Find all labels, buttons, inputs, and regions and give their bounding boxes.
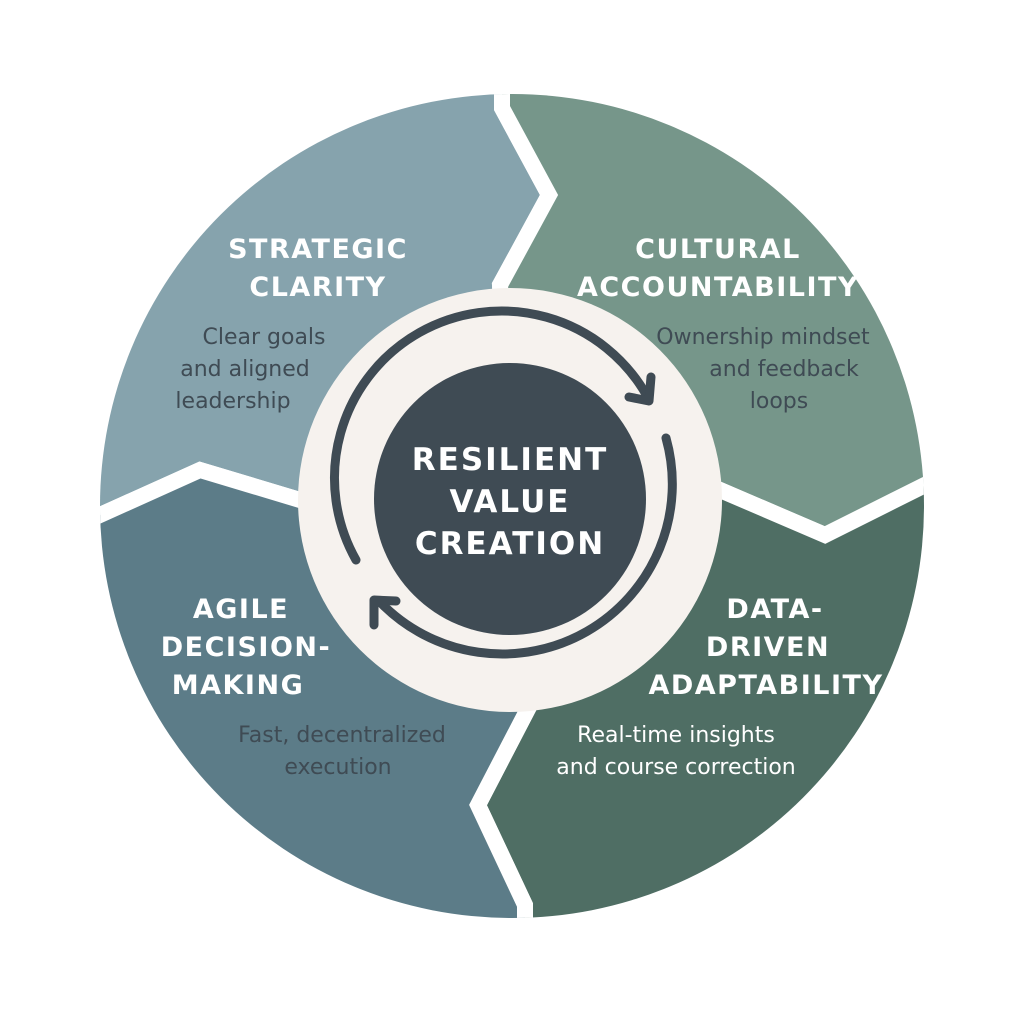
cultural-accountability-desc-line-1: Ownership mindset (656, 325, 870, 350)
data-driven-adaptability-title-line-2: DRIVEN (706, 632, 830, 663)
strategic-clarity-label: STRATEGIC CLARITY Clear goals and aligne… (175, 234, 408, 414)
upper-arrowhead (624, 372, 656, 406)
data-driven-adaptability-label: DATA- DRIVEN ADAPTABILITY Real-time insi… (556, 594, 883, 780)
strategic-clarity-title-line-1: STRATEGIC (228, 234, 408, 265)
cultural-accountability-title-line-2: ACCOUNTABILITY (577, 272, 859, 303)
agile-decision-making-title-line-3: MAKING (172, 670, 305, 701)
data-driven-adaptability-desc-line-2: and course correction (556, 755, 795, 780)
data-driven-adaptability-desc-line-1: Real-time insights (577, 723, 775, 748)
upper-cycle-arrow (329, 306, 652, 565)
strategic-clarity-desc-line-2: and aligned (180, 357, 310, 382)
strategic-clarity-desc-line-1: Clear goals (202, 325, 325, 350)
center-title: RESILIENT VALUE CREATION (412, 442, 608, 562)
cycle-arrows (329, 306, 677, 659)
lower-arrowhead (369, 595, 401, 630)
strategic-clarity-desc-line-3: leadership (175, 389, 290, 414)
center-title-line-3: CREATION (415, 526, 605, 562)
data-driven-adaptability-title-line-3: ADAPTABILITY (648, 670, 883, 701)
center-core (374, 363, 646, 635)
strategic-clarity-title-line-2: CLARITY (249, 272, 386, 303)
center-title-line-2: VALUE (450, 484, 571, 520)
lower-cycle-arrow (375, 433, 677, 659)
agile-decision-making-title-line-1: AGILE (193, 594, 289, 625)
cultural-accountability-label: CULTURAL ACCOUNTABILITY Ownership mindse… (577, 234, 870, 414)
agile-decision-making-title-line-2: DECISION- (161, 632, 331, 663)
cultural-accountability-desc-line-3: loops (750, 389, 808, 414)
data-driven-adaptability-title-line-1: DATA- (726, 594, 823, 625)
center-title-line-1: RESILIENT (412, 442, 608, 478)
cultural-accountability-title-line-1: CULTURAL (635, 234, 801, 265)
agile-decision-making-desc-line-2: execution (284, 755, 391, 780)
agile-decision-making-desc-line-1: Fast, decentralized (238, 723, 446, 748)
cultural-accountability-desc-line-2: and feedback (709, 357, 859, 382)
agile-decision-making-label: AGILE DECISION- MAKING Fast, decentraliz… (161, 594, 446, 780)
